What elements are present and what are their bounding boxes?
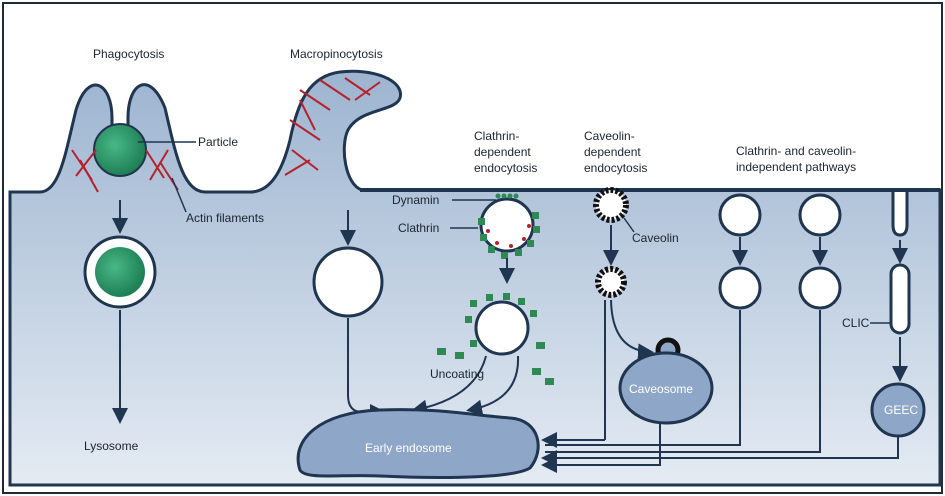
label-early-endosome: Early endosome [365, 441, 452, 455]
label-caveolin-dependent-1: Caveolin- [584, 129, 635, 143]
particle [94, 124, 146, 176]
independent-pit-1 [720, 195, 760, 235]
label-clic: CLIC [842, 316, 870, 330]
caveolin-vesicle [598, 269, 624, 295]
label-caveolin-dependent-3: endocytosis [584, 161, 647, 175]
label-clathrin-dependent-2: dependent [474, 145, 531, 159]
independent-pit-2 [800, 195, 840, 235]
phagosome-particle [95, 247, 145, 297]
label-clathrin: Clathrin [398, 221, 439, 235]
label-geec: GEEC [884, 403, 918, 417]
independent-vesicle-1 [720, 268, 760, 308]
caveolin-pit [596, 190, 626, 220]
label-macropinocytosis: Macropinocytosis [290, 47, 383, 61]
clic-tubule [891, 265, 909, 333]
clathrin-vesicle [476, 302, 528, 354]
label-phagocytosis: Phagocytosis [93, 47, 164, 61]
label-caveolin: Caveolin [632, 231, 679, 245]
label-uncoating: Uncoating [430, 367, 484, 381]
label-actin-filaments: Actin filaments [186, 211, 264, 225]
label-independent-1: Clathrin- and caveolin- [736, 144, 856, 158]
clic-invagination [893, 192, 907, 235]
clathrin-pit [481, 199, 533, 251]
label-particle: Particle [198, 135, 238, 149]
label-independent-2: independent pathways [736, 160, 856, 174]
macropinosome [314, 248, 382, 316]
label-dynamin: Dynamin [392, 193, 439, 207]
label-caveosome: Caveosome [629, 382, 693, 396]
label-clathrin-dependent-3: endocytosis [474, 161, 537, 175]
label-clathrin-dependent-1: Clathrin- [474, 129, 519, 143]
independent-vesicle-2 [800, 268, 840, 308]
label-caveolin-dependent-2: dependent [584, 145, 641, 159]
label-lysosome: Lysosome [84, 439, 139, 453]
